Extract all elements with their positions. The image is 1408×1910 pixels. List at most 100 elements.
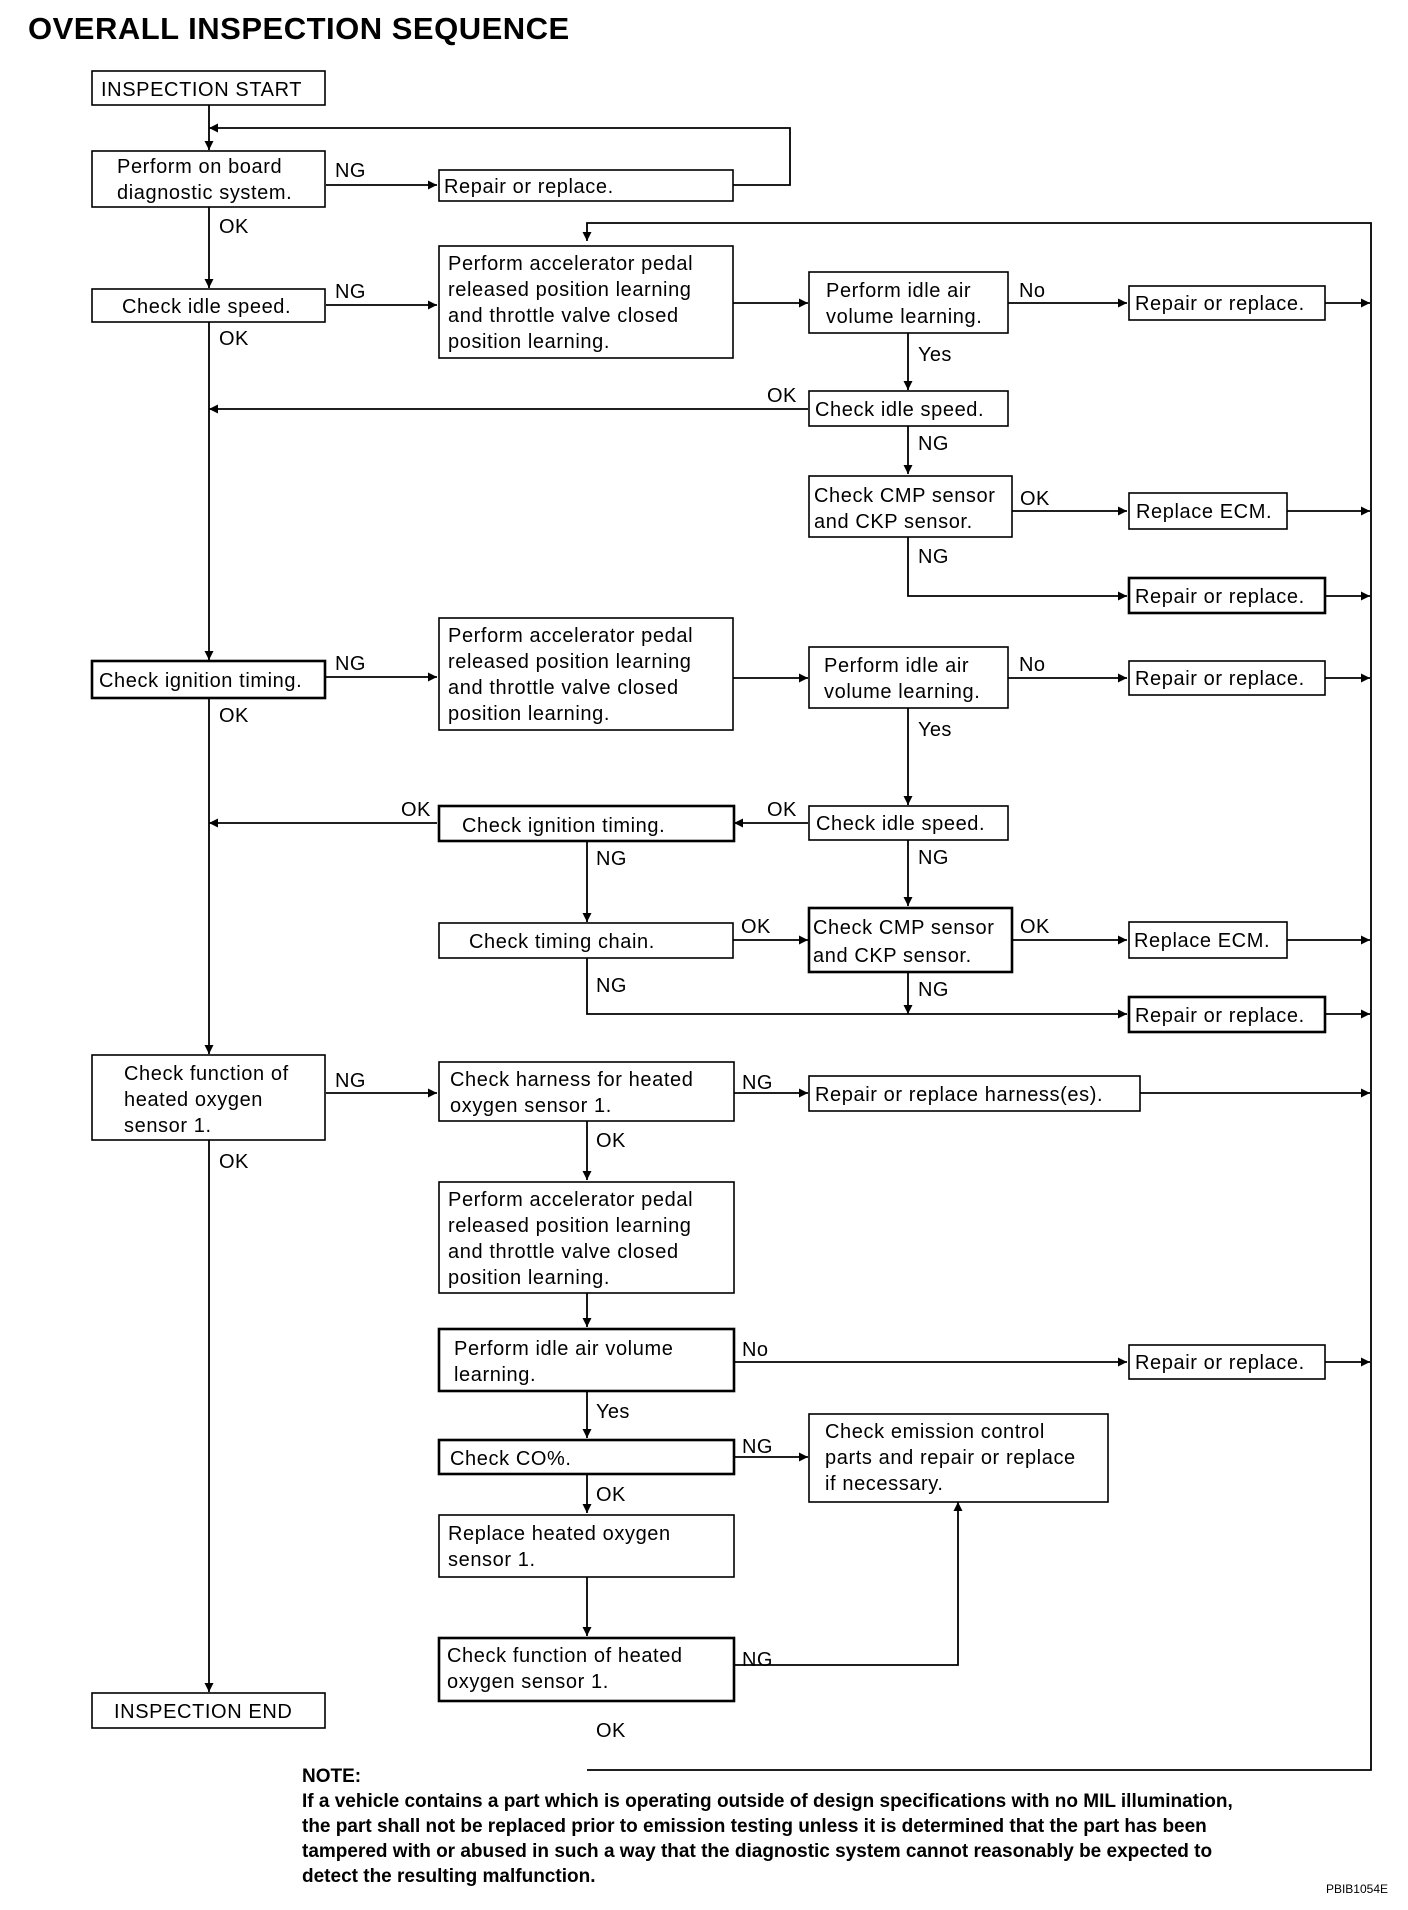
svg-text:Perform on board: Perform on board [117,156,282,178]
svg-text:oxygen sensor 1.: oxygen sensor 1. [447,1671,609,1693]
svg-text:Check idle speed.: Check idle speed. [815,399,984,421]
note-line: detect the resulting malfunction. [302,1866,595,1887]
label-ok: OK [596,1130,626,1152]
label-ok: OK [767,385,797,407]
svg-text:Repair or replace.: Repair or replace. [1135,668,1305,690]
box-perform-obd: Perform on board diagnostic system. [91,150,326,208]
svg-text:Perform accelerator pedal: Perform accelerator pedal [448,1189,693,1211]
box-check-co: Check CO%. [437,1438,736,1476]
svg-text:Repair or replace.: Repair or replace. [1135,586,1305,608]
svg-text:INSPECTION START: INSPECTION START [101,79,302,101]
box-replace-ecm-1: Replace ECM. [1128,492,1288,530]
svg-text:and CKP sensor.: and CKP sensor. [813,945,972,967]
label-yes: Yes [596,1401,630,1423]
box-repair-4: Repair or replace. [1127,995,1327,1034]
svg-text:and throttle valve closed: and throttle valve closed [448,677,679,699]
svg-text:released position learning: released position learning [448,651,692,673]
label-no: No [742,1339,768,1361]
label-ng: NG [596,848,627,870]
svg-text:Check ignition timing.: Check ignition timing. [462,815,665,837]
label-ok: OK [596,1720,626,1742]
box-inspection-end: INSPECTION END [91,1692,326,1729]
box-idle-air-learning-2: Perform idle air volume learning. [808,646,1009,709]
label-ok: OK [219,216,249,238]
svg-text:and CKP sensor.: and CKP sensor. [814,511,973,533]
box-accel-pedal-learning-2: Perform accelerator pedal released posit… [438,617,734,731]
svg-text:Repair or replace harness(es).: Repair or replace harness(es). [815,1084,1103,1106]
note-line: tampered with or abused in such a way th… [302,1841,1212,1862]
label-yes: Yes [918,719,952,741]
svg-text:Check timing chain.: Check timing chain. [469,931,655,953]
box-repair-1: Repair or replace. [1128,285,1326,321]
label-no: No [1019,280,1045,302]
svg-text:Repair or replace.: Repair or replace. [1135,293,1305,315]
label-ng: NG [596,975,627,997]
label-ng: NG [335,281,366,303]
box-idle-air-learning-1: Perform idle air volume learning. [808,271,1009,334]
page-title: OVERALL INSPECTION SEQUENCE [28,11,570,46]
label-ok: OK [219,705,249,727]
box-check-idle-speed-3: Check idle speed. [808,805,1009,841]
label-ng: NG [335,653,366,675]
svg-text:Check CMP sensor: Check CMP sensor [813,917,995,939]
svg-text:Perform idle air: Perform idle air [826,280,971,302]
note-heading: NOTE: [302,1766,361,1787]
svg-text:Check emission control: Check emission control [825,1421,1045,1443]
label-ok: OK [219,328,249,350]
svg-text:heated oxygen: heated oxygen [124,1089,263,1111]
svg-text:diagnostic system.: diagnostic system. [117,182,292,204]
connectors [204,105,1372,1771]
box-accel-pedal-learning-1: Perform accelerator pedal released posit… [438,245,734,359]
box-accel-pedal-learning-3: Perform accelerator pedal released posit… [438,1181,735,1294]
svg-text:Perform accelerator pedal: Perform accelerator pedal [448,625,693,647]
svg-text:released position learning: released position learning [448,1215,692,1237]
svg-text:sensor 1.: sensor 1. [448,1549,536,1571]
svg-text:position learning.: position learning. [448,703,610,725]
box-check-ho2s-2: Check function of heated oxygen sensor 1… [437,1636,736,1703]
svg-text:Replace heated oxygen: Replace heated oxygen [448,1523,671,1545]
svg-text:Check CMP sensor: Check CMP sensor [814,485,996,507]
svg-text:Replace ECM.: Replace ECM. [1134,930,1270,952]
box-check-harness: Check harness for heated oxygen sensor 1… [438,1061,735,1122]
svg-text:Perform idle air: Perform idle air [824,655,969,677]
svg-text:Check idle speed.: Check idle speed. [816,813,985,835]
svg-text:Perform idle air volume: Perform idle air volume [454,1338,673,1360]
svg-text:if necessary.: if necessary. [825,1473,944,1495]
label-ok: OK [1020,916,1050,938]
box-replace-ecm-2: Replace ECM. [1128,921,1288,959]
label-no: No [1019,654,1045,676]
label-ok: OK [401,799,431,821]
label-ng: NG [742,1436,773,1458]
box-check-emission-control: Check emission control parts and repair … [808,1413,1109,1503]
box-check-ignition-timing-main: Check ignition timing. [90,659,327,700]
svg-text:volume learning.: volume learning. [824,681,980,703]
label-ng: NG [918,847,949,869]
box-repair-3: Repair or replace. [1128,660,1326,696]
label-ok: OK [741,916,771,938]
svg-text:Check harness for heated: Check harness for heated [450,1069,693,1091]
label-ok: OK [1020,488,1050,510]
svg-text:parts and repair or replace: parts and repair or replace [825,1447,1076,1469]
label-ng: NG [918,979,949,1001]
svg-text:and throttle valve closed: and throttle valve closed [448,305,679,327]
svg-text:Replace ECM.: Replace ECM. [1136,501,1272,523]
box-repair-5: Repair or replace. [1128,1344,1326,1380]
box-check-cmp-ckp-2: Check CMP sensor and CKP sensor. [807,906,1014,974]
svg-text:released position learning: released position learning [448,279,692,301]
label-ok: OK [596,1484,626,1506]
box-check-idle-speed-2: Check idle speed. [808,390,1009,427]
svg-text:Check ignition timing.: Check ignition timing. [99,670,302,692]
svg-text:Repair or replace.: Repair or replace. [444,176,614,198]
svg-text:Check function of heated: Check function of heated [447,1645,683,1667]
box-check-ho2s-main: Check function of heated oxygen sensor 1… [91,1054,326,1141]
note-line: If a vehicle contains a part which is op… [302,1791,1233,1812]
box-inspection-start: INSPECTION START [91,70,326,106]
label-ng: NG [918,546,949,568]
box-repair-2: Repair or replace. [1127,576,1327,615]
box-check-ignition-timing-2: Check ignition timing. [437,804,736,843]
label-yes: Yes [918,344,952,366]
box-replace-ho2s: Replace heated oxygen sensor 1. [438,1514,735,1578]
svg-text:position learning.: position learning. [448,1267,610,1289]
branch-labels: NG OK NG OK No Yes OK NG OK NG NG OK No … [219,160,1050,1742]
